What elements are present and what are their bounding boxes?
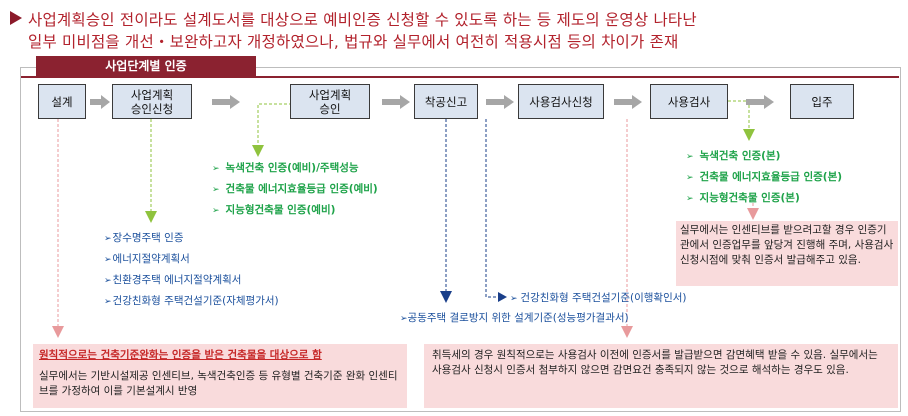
list-item: 지능형건축물 인증(예비) xyxy=(212,200,378,221)
bullet-icon: ➢ xyxy=(510,294,521,304)
arrow-request-down xyxy=(621,326,633,338)
list-item: 녹색건축 인증(예비)/주택성능 xyxy=(212,158,378,179)
arrow-inspection-note-down xyxy=(747,208,759,220)
list-item: 지능형건축물 인증(본) xyxy=(686,188,842,209)
header-bullet-icon xyxy=(10,11,22,25)
stage-approval: 사업계획 승인 xyxy=(290,84,370,119)
arrow-construction-down xyxy=(440,291,452,303)
arrow-right-icon xyxy=(486,95,514,109)
arrow-request-right xyxy=(498,292,507,302)
arrow-inspection-down xyxy=(743,129,755,141)
arrow-approval-down xyxy=(252,145,264,157)
inspection-cert-list: 녹색건축 인증(본) 건축물 에너지효율등급 인증(본) 지능형건축물 인증(본… xyxy=(686,146,843,209)
header-line-2: 일부 미비점을 개선・보완하고자 개정하였으나, 법규와 실무에서 여전히 적용… xyxy=(28,33,679,51)
inspection-request-note: ➢ 건강친화형 주택건설기준(이행확인서) xyxy=(510,290,687,305)
stage-approval-application: 사업계획 승인신청 xyxy=(112,84,192,119)
bullet-icon: ➢ xyxy=(400,314,408,324)
stage-design: 설계 xyxy=(38,84,86,119)
application-cert-list: 장수명주택 인증 에너지절약계획서 친환경주택 에너지절약계획서 건강친화형 주… xyxy=(104,228,279,312)
arrow-design-down xyxy=(52,326,64,338)
construction-note: ➢공동주택 결로방지 위한 설계기준(성능평가결과서) xyxy=(400,310,629,325)
section-divider xyxy=(21,76,899,78)
list-item: 에너지절약계획서 xyxy=(104,249,279,270)
diagram-frame xyxy=(20,67,901,412)
list-item: 장수명주택 인증 xyxy=(104,228,279,249)
note-text: 건강친화형 주택건설기준(이행확인서) xyxy=(520,292,687,304)
arrow-right-icon xyxy=(382,95,410,109)
principle-title: 원칙적으로는 건축기준완화는 인증을 받은 건축물을 대상으로 함 xyxy=(39,349,322,361)
bottom-right-note: 취득세의 경우 원칙적으로는 사용검사 이전에 인증서를 발급받으면 감면혜택 … xyxy=(424,344,898,408)
principle-body: 실무에서는 기반시설제공 인센티브, 녹색건축인증 등 유형별 건축기준 완화 … xyxy=(39,370,398,397)
list-item: 건강친화형 주택건설기준(자체평가서) xyxy=(104,291,279,312)
header-line-1: 사업계획승인 전이라도 설계도서를 대상으로 예비인증 신청할 수 있도록 하는… xyxy=(28,11,697,29)
stage-construction-report: 착공신고 xyxy=(414,84,478,119)
arrow-right-icon xyxy=(614,95,642,109)
arrow-application-down xyxy=(145,211,157,223)
approval-cert-list: 녹색건축 인증(예비)/주택성능 건축물 에너지효율등급 인증(예비) 지능형건… xyxy=(212,158,378,221)
list-item: 건축물 에너지효율등급 인증(본) xyxy=(686,167,843,188)
practice-note-box: 실무에서는 인센티브를 받으려고할 경우 인증기관에서 인증업무를 앞당겨 진행… xyxy=(676,221,898,286)
list-item: 건축물 에너지효율등급 인증(예비) xyxy=(212,179,378,200)
arrow-right-icon xyxy=(746,95,774,109)
note-text: 공동주택 결로방지 위한 설계기준(성능평가결과서) xyxy=(407,312,629,324)
list-item: 녹색건축 인증(본) xyxy=(686,146,842,167)
stage-inspection-request: 사용검사신청 xyxy=(518,84,604,119)
stage-inspection: 사용검사 xyxy=(650,84,728,119)
section-title: 사업단계별 인증 xyxy=(36,56,256,77)
arrow-right-icon xyxy=(212,95,240,109)
list-item: 친환경주택 에너지절약계획서 xyxy=(104,270,279,291)
stage-move-in: 입주 xyxy=(790,84,854,119)
bottom-left-note: 원칙적으로는 건축기준완화는 인증을 받은 건축물을 대상으로 함 실무에서는 … xyxy=(33,344,407,408)
arrow-right-icon xyxy=(90,95,110,109)
